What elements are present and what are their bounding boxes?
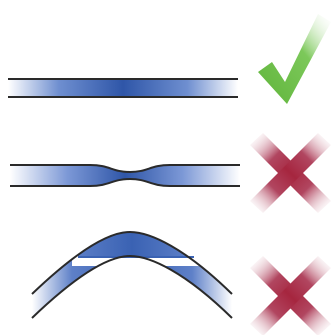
check-icon [258, 14, 331, 104]
row-bent-strip [32, 232, 331, 335]
bent-strip [32, 232, 232, 318]
cross-icon [250, 256, 331, 335]
pinched-strip [10, 165, 240, 186]
cross-icon [250, 133, 331, 213]
row-straight-strip [8, 14, 331, 104]
row-pinched-strip [10, 133, 331, 213]
straight-strip [8, 79, 238, 97]
